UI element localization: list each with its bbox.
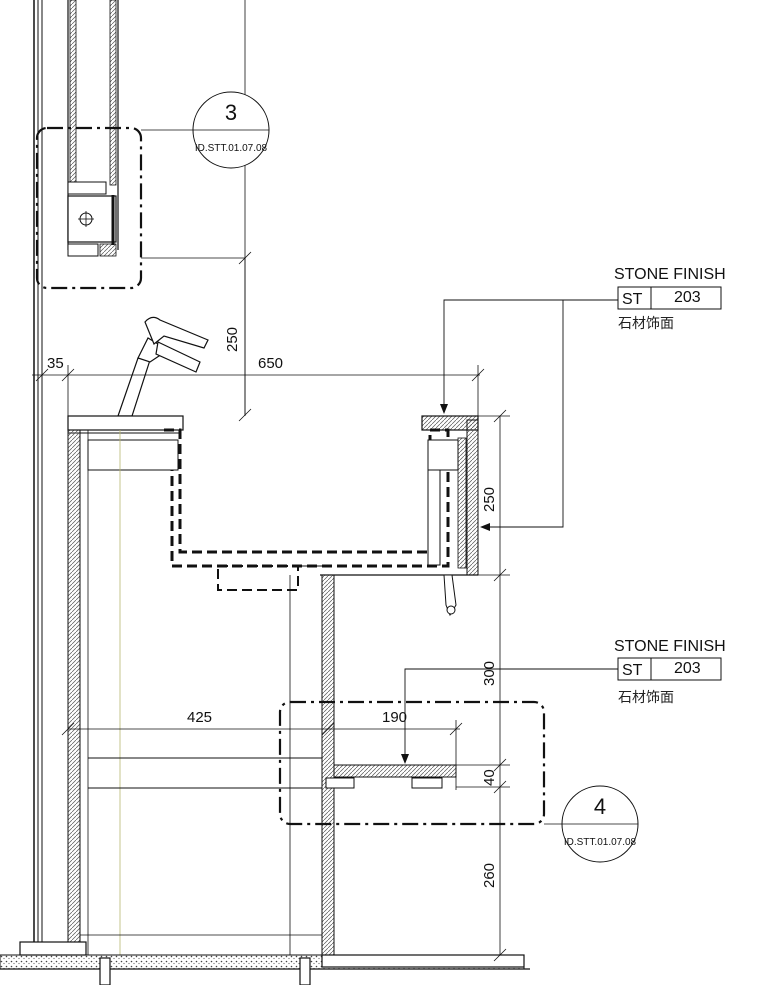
callout-4-ref: ID.STT.01.07.08 <box>564 837 637 848</box>
callout-3-ref: ID.STT.01.07.08 <box>195 143 268 154</box>
finish-2-code: ST <box>622 662 643 679</box>
vanity-cabinet <box>67 429 335 956</box>
stone-shelf <box>88 757 457 789</box>
undermount-basin <box>164 428 450 568</box>
callout-3: 3 ID.STT.01.07.08 <box>141 91 270 169</box>
finish-2-number: 203 <box>674 660 701 677</box>
dim-250-right: 250 <box>481 487 498 512</box>
dim-650: 650 <box>258 355 283 372</box>
detail-4-boundary <box>278 700 546 826</box>
finish-1-number: 203 <box>674 289 701 306</box>
finish-2-cn: 石材饰面 <box>618 690 674 706</box>
leader-arrows <box>401 404 490 764</box>
dim-300: 300 <box>481 661 498 686</box>
floor <box>0 941 530 985</box>
dimension-lines <box>32 251 510 962</box>
finish-leaders <box>404 299 618 758</box>
callout-4-number: 4 <box>594 794 606 819</box>
dim-250-top: 250 <box>224 327 241 352</box>
detail-3-mechanism <box>67 181 117 257</box>
finish-tag-2: STONE FINISH ST 203 石材饰面 <box>614 638 726 706</box>
support-frame <box>87 437 478 617</box>
dim-425: 425 <box>187 709 212 726</box>
finish-1-cn: 石材饰面 <box>618 316 674 332</box>
detail-3-boundary <box>35 126 143 290</box>
finish-1-title: STONE FINISH <box>614 266 726 283</box>
callout-4: 4 ID.STT.01.07.08 <box>544 785 639 863</box>
faucet <box>117 316 209 417</box>
dim-190: 190 <box>382 709 407 726</box>
finish-2-title: STONE FINISH <box>614 638 726 655</box>
finish-tag-1: STONE FINISH ST 203 石材饰面 <box>614 266 726 332</box>
dim-35: 35 <box>47 355 64 372</box>
callout-3-number: 3 <box>225 100 237 125</box>
finish-1-code: ST <box>622 291 643 308</box>
dim-40: 40 <box>481 769 498 786</box>
dim-260: 260 <box>481 863 498 888</box>
drain-fitting <box>217 565 299 591</box>
